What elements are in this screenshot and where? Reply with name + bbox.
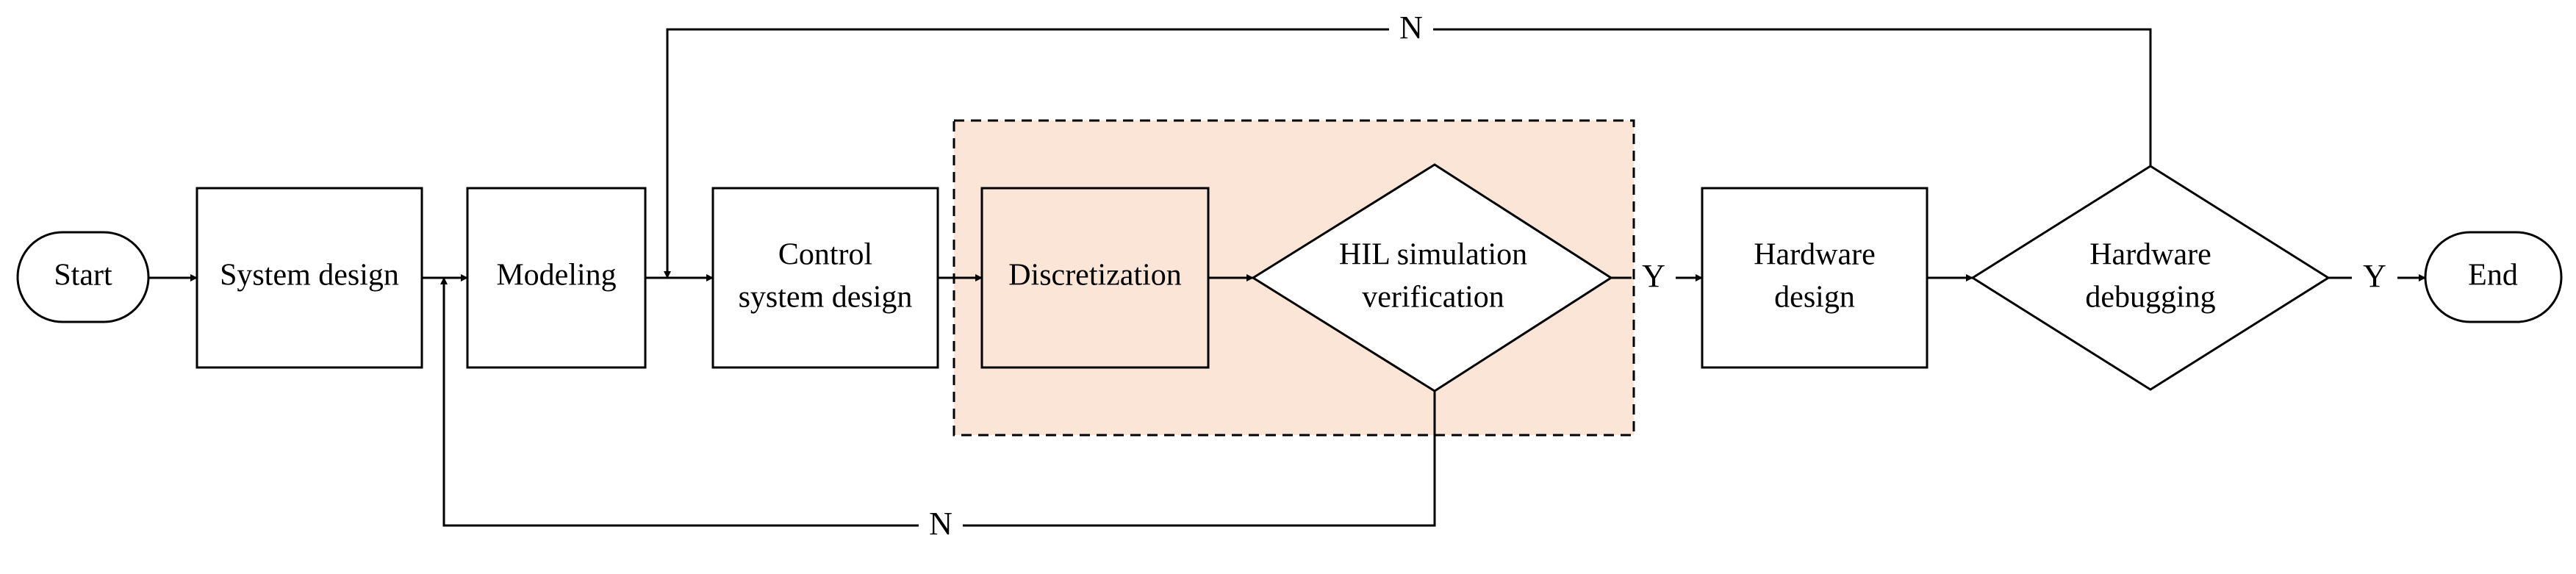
debug-yes-label: Y xyxy=(2363,258,2386,294)
hil-yes-label: Y xyxy=(1642,258,1665,294)
hil-label-line1: HIL simulation xyxy=(1339,238,1527,272)
control-label-line2: system design xyxy=(739,281,913,315)
hardware-design-label-line1: Hardware xyxy=(1754,238,1876,272)
hardware-design-node xyxy=(1701,187,1929,369)
hardware-debug-label-line1: Hardware xyxy=(2089,238,2211,272)
line-hil-no-loop xyxy=(963,391,1436,527)
line-debug-no-loop xyxy=(1433,28,2152,166)
modeling-label: Modeling xyxy=(496,259,616,293)
arrow-debug-no-loop xyxy=(664,28,1389,279)
arrow-hil-no-loop xyxy=(440,277,919,527)
discretization-node xyxy=(980,187,1210,369)
debug-no-label: N xyxy=(1399,10,1423,46)
discretization-label: Discretization xyxy=(1008,259,1182,293)
hardware-debug-label-line2: debugging xyxy=(2085,281,2215,315)
hil-no-label: N xyxy=(929,506,952,542)
system-design-label: System design xyxy=(220,259,399,293)
start-label: Start xyxy=(54,259,112,293)
hardware-debugging-decision xyxy=(1970,165,2331,391)
hil-label-line2: verification xyxy=(1362,281,1504,315)
modeling-node xyxy=(466,187,647,369)
control-system-design-node xyxy=(711,187,939,369)
control-label-line1: Control xyxy=(778,238,872,272)
end-label: End xyxy=(2468,259,2518,293)
hardware-design-label-line2: design xyxy=(1774,281,1855,315)
